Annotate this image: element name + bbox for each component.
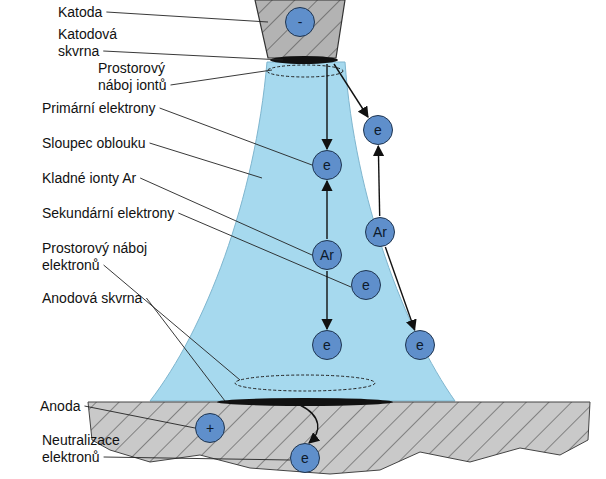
particle-arrow xyxy=(326,181,327,239)
leader-line xyxy=(171,70,272,85)
part-label: Sekundární elektrony xyxy=(42,205,212,222)
part-label: Prostorový náboj iontů xyxy=(98,60,198,94)
label-text: Anoda xyxy=(40,398,80,414)
part-label: Anoda xyxy=(40,398,100,415)
particle-symbol: e xyxy=(362,277,370,293)
label-text: Sloupec oblouku xyxy=(42,135,146,151)
part-label: Prostorový náboj elektronů xyxy=(42,240,170,274)
ion-circle: Ar xyxy=(312,240,342,270)
leader-line xyxy=(146,298,225,401)
particle-symbol: + xyxy=(206,420,214,436)
label-text: Primární elektrony xyxy=(42,100,156,116)
emission-arrow xyxy=(334,64,368,117)
electron-circle: e xyxy=(312,330,342,360)
leader-line xyxy=(178,213,351,287)
cathode-body xyxy=(255,0,345,58)
part-label: Anodová skvrna xyxy=(42,290,212,307)
electron-circle: e xyxy=(290,443,320,473)
label-text: Neutralizace elektronů xyxy=(42,432,120,465)
label-text: Prostorový náboj elektronů xyxy=(42,240,147,273)
electron-circle: e xyxy=(405,330,435,360)
leader-line xyxy=(106,12,268,22)
part-label: Sloupec oblouku xyxy=(42,135,212,152)
anode-body xyxy=(88,402,590,474)
particle-symbol: - xyxy=(298,14,303,30)
electron-circle: e xyxy=(363,115,393,145)
leader-line xyxy=(150,143,262,178)
particle-arrow xyxy=(385,247,414,330)
neutralization-arrow xyxy=(300,405,318,443)
particle-arrow xyxy=(326,271,327,329)
ion-circle: Ar xyxy=(365,217,395,247)
anode-hatching xyxy=(88,402,590,474)
arc-column xyxy=(150,62,455,401)
particle-symbol: e xyxy=(323,337,331,353)
part-label: Katodová skvrna xyxy=(58,26,138,60)
label-text: Prostorový náboj iontů xyxy=(98,60,167,93)
leader-line xyxy=(160,108,312,165)
charge-symbol: + xyxy=(195,413,225,443)
label-text: Kladné ionty Ar xyxy=(42,170,136,186)
leader-line xyxy=(104,265,240,380)
part-label: Neutralizace elektronů xyxy=(42,432,154,466)
leader-line xyxy=(84,406,195,428)
leader-lines xyxy=(84,12,351,460)
label-text: Katoda xyxy=(58,4,102,20)
particle-symbol: e xyxy=(416,337,424,353)
particle-symbol: e xyxy=(323,157,331,173)
particle-arrow xyxy=(378,146,379,216)
leader-line xyxy=(104,457,290,460)
particle-symbol: Ar xyxy=(320,247,334,263)
cathode-hatching xyxy=(255,0,345,58)
label-text: Katodová skvrna xyxy=(58,26,117,59)
leader-line xyxy=(103,51,283,60)
particle-symbol: Ar xyxy=(373,224,387,240)
emission-arrow xyxy=(326,64,327,149)
part-label: Primární elektrony xyxy=(42,100,212,117)
particle-symbol: e xyxy=(301,450,309,466)
electron-circle: e xyxy=(312,150,342,180)
label-text: Anodová skvrna xyxy=(42,290,142,306)
electron-circle: e xyxy=(351,270,381,300)
part-label: Kladné ionty Ar xyxy=(42,170,212,187)
ion-space-charge xyxy=(267,65,343,77)
electron-space-charge xyxy=(235,375,375,391)
anode-spot xyxy=(217,398,393,406)
part-label: Katoda xyxy=(58,4,148,21)
label-text: Sekundární elektrony xyxy=(42,205,174,221)
particle-symbol: e xyxy=(374,122,382,138)
charge-symbol: - xyxy=(285,7,315,37)
